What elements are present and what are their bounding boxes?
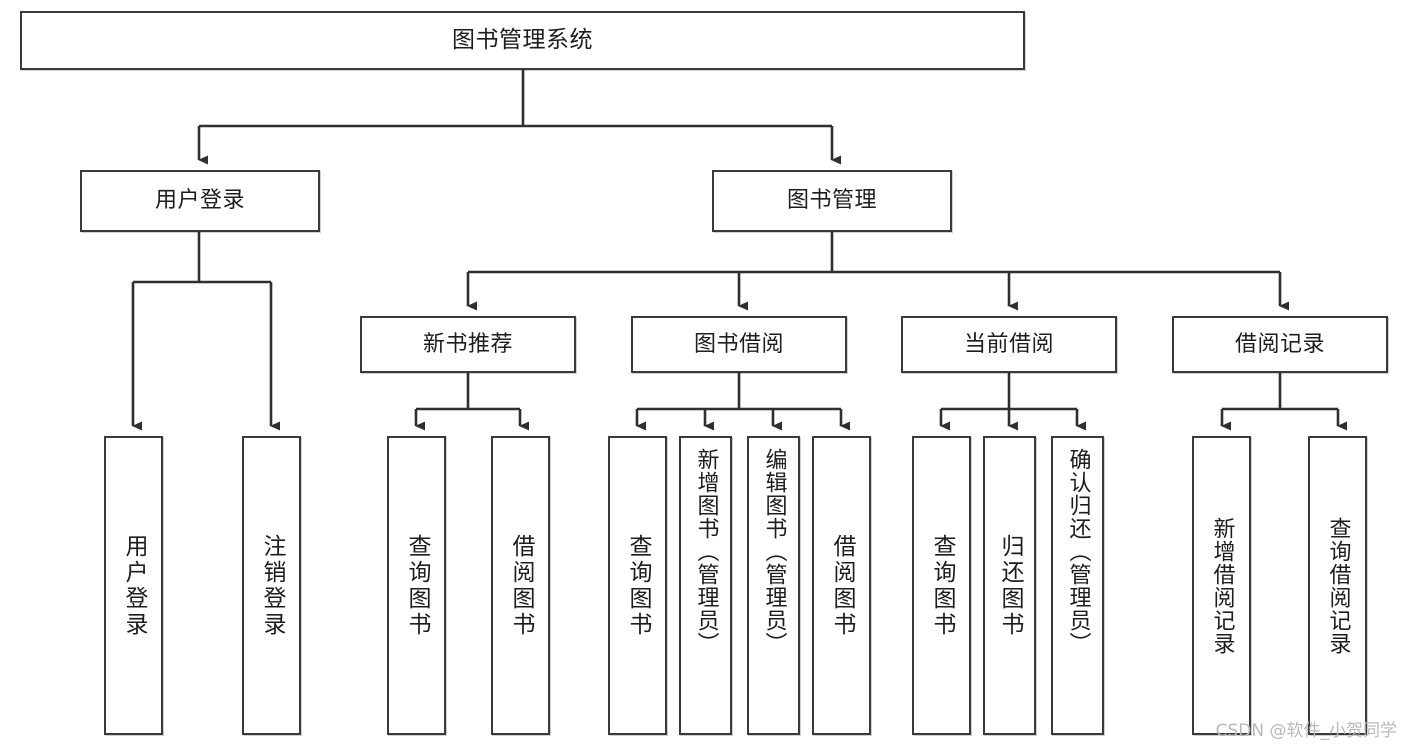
node-leaf-user-login[interactable]: 用户登录 xyxy=(104,436,163,735)
node-leaf-borrow-book-1-label: 借阅图书 xyxy=(508,533,534,638)
node-leaf-borrow-book-1[interactable]: 借阅图书 xyxy=(491,436,550,735)
node-book-borrow[interactable]: 图书借阅 xyxy=(631,316,847,373)
node-leaf-logout[interactable]: 注销登录 xyxy=(242,436,301,735)
node-leaf-confirm-return-label: 确认归还（管理员） xyxy=(1065,448,1091,655)
node-leaf-borrow-book-2[interactable]: 借阅图书 xyxy=(812,436,871,735)
node-leaf-query-book-2[interactable]: 查询图书 xyxy=(608,436,667,735)
node-current-borrow[interactable]: 当前借阅 xyxy=(901,316,1117,373)
node-leaf-logout-label: 注销登录 xyxy=(259,533,285,638)
node-leaf-query-book-1[interactable]: 查询图书 xyxy=(387,436,446,735)
node-leaf-query-book-3-label: 查询图书 xyxy=(929,533,955,638)
node-leaf-query-book-1-label: 查询图书 xyxy=(404,533,430,638)
node-book-manage[interactable]: 图书管理 xyxy=(712,170,952,232)
node-leaf-return-book-label: 归还图书 xyxy=(997,533,1023,638)
node-leaf-query-book-3[interactable]: 查询图书 xyxy=(912,436,971,735)
csdn-watermark: CSDN @软件_小贺同学 xyxy=(1215,721,1397,741)
node-leaf-borrow-book-2-label: 借阅图书 xyxy=(829,533,855,638)
node-root[interactable]: 图书管理系统 xyxy=(20,11,1025,70)
node-user-login-label: 用户登录 xyxy=(154,188,245,214)
node-leaf-query-book-2-label: 查询图书 xyxy=(625,533,651,638)
node-leaf-query-record[interactable]: 查询借阅记录 xyxy=(1308,436,1367,735)
node-user-login[interactable]: 用户登录 xyxy=(80,170,320,232)
node-book-manage-label: 图书管理 xyxy=(786,188,877,214)
node-leaf-add-record[interactable]: 新增借阅记录 xyxy=(1192,436,1251,735)
node-book-borrow-label: 图书借阅 xyxy=(693,331,784,357)
node-leaf-confirm-return[interactable]: 确认归还（管理员） xyxy=(1051,436,1104,735)
node-root-label: 图书管理系统 xyxy=(452,27,593,54)
node-borrow-record-label: 借阅记录 xyxy=(1234,331,1325,357)
node-borrow-record[interactable]: 借阅记录 xyxy=(1172,316,1388,373)
node-leaf-edit-book-label: 编辑图书（管理员） xyxy=(761,448,787,655)
node-leaf-add-book[interactable]: 新增图书（管理员） xyxy=(679,436,732,735)
node-leaf-add-book-label: 新增图书（管理员） xyxy=(693,448,719,655)
node-leaf-edit-book[interactable]: 编辑图书（管理员） xyxy=(747,436,800,735)
node-new-book-recommend[interactable]: 新书推荐 xyxy=(360,316,576,373)
node-new-book-recommend-label: 新书推荐 xyxy=(422,331,513,357)
node-leaf-add-record-label: 新增借阅记录 xyxy=(1209,516,1235,655)
node-leaf-return-book[interactable]: 归还图书 xyxy=(983,436,1036,735)
node-leaf-query-record-label: 查询借阅记录 xyxy=(1325,516,1351,655)
node-leaf-user-login-label: 用户登录 xyxy=(121,533,147,638)
node-current-borrow-label: 当前借阅 xyxy=(963,331,1054,357)
